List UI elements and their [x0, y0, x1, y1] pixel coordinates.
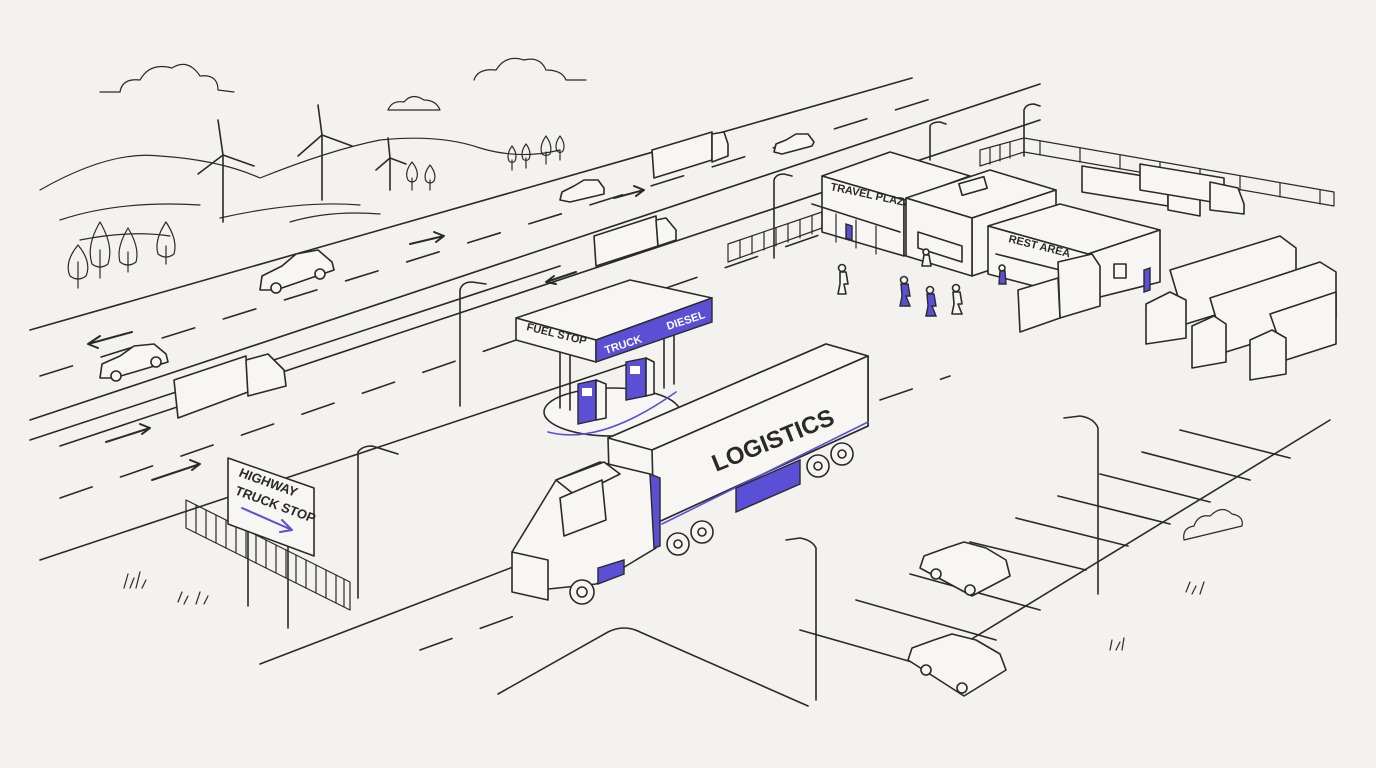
streetlight-icon	[1063, 415, 1099, 595]
arrow-icon	[87, 185, 645, 481]
streetlight-icon	[459, 281, 487, 407]
semi-truck: LOGISTICS	[511, 343, 869, 605]
cloud-icon	[99, 63, 235, 93]
tree-icon	[406, 135, 565, 191]
car-icon	[773, 133, 815, 155]
car-icon	[559, 179, 605, 203]
person-icon	[921, 248, 932, 267]
person-icon	[951, 283, 963, 315]
truck-icon	[173, 353, 287, 419]
streetlight-icon	[785, 537, 817, 701]
truck-icon	[593, 215, 677, 267]
grass	[123, 571, 1205, 651]
billboard: HIGHWAY TRUCK STOP	[227, 457, 318, 629]
streetlight-icon	[1023, 103, 1041, 157]
person-icon	[925, 285, 938, 317]
car-icon	[919, 541, 1011, 597]
cloud-icon	[473, 57, 587, 81]
wind-turbine-icon	[375, 137, 407, 191]
streetlight-icon	[929, 121, 947, 161]
streetlight-icon	[357, 445, 399, 599]
car-icon	[907, 633, 1007, 697]
truck-icon	[1249, 291, 1337, 381]
cloud-icon	[387, 95, 441, 111]
wind-turbine-icon	[197, 119, 255, 223]
fence	[185, 499, 351, 611]
arrow-icon	[241, 507, 293, 533]
truck-icon	[1145, 235, 1297, 345]
cloud-icon	[1183, 508, 1243, 541]
hills	[39, 137, 561, 241]
streetlight-icon	[773, 173, 793, 259]
person-icon	[998, 264, 1007, 285]
fuel-pump-icon	[625, 357, 655, 401]
truck-icon	[651, 131, 729, 179]
car-icon	[259, 249, 335, 294]
tree-icon	[67, 221, 176, 289]
truck-icon	[1081, 163, 1245, 217]
fuel-station: FUEL STOP TRUCK DIESEL	[515, 279, 713, 437]
car-icon	[99, 343, 169, 382]
person-icon	[837, 263, 849, 295]
wind-turbine-icon	[297, 104, 353, 201]
fuel-pump-icon	[577, 379, 607, 425]
person-icon	[899, 275, 912, 307]
truck-icon	[1017, 253, 1101, 333]
